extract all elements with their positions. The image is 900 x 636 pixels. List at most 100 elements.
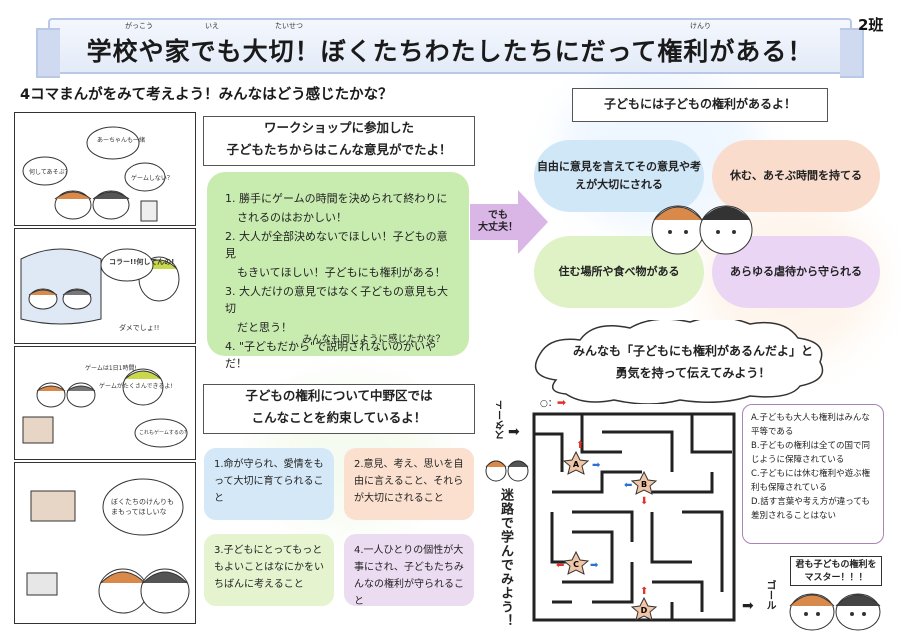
arrow-right-icon (470, 190, 548, 254)
right-pill-rest: 休む、あそぶ時間を持てる (712, 140, 880, 212)
maze-characters (485, 460, 529, 482)
manga-heading: 4コマまんがをみて考えよう！みんなはどう感じたかな？ (20, 87, 393, 103)
title-ruby: けんり (690, 22, 711, 30)
promise-number: 2. (354, 459, 364, 470)
quiz-item: A.子どもも大人も権利はみんな平等である (751, 413, 870, 437)
promise-text: 一人ひとりの個性が大事にされ、子どもたちみんなの権利が守られること (354, 545, 464, 607)
arrow-label-line-1: でも (488, 210, 508, 221)
promise-text: 意見、考え、思いを自由に言えること、それらが大切にされること (354, 459, 464, 504)
red-arrow-icon: ⬆ (576, 440, 584, 451)
nakano-line-1: 子どもの権利について中野区では (245, 388, 433, 403)
opinions-box: 1. 勝手にゲームの時間を決められて終わりに されるのはおかしい！ 2. 大人が… (207, 172, 469, 370)
promise-card-2: 2.意見、考え、思いを自由に言えること、それらが大切にされること (344, 448, 474, 520)
blue-arrow-icon: ➡ (590, 560, 599, 571)
marker-a-icon (562, 450, 590, 475)
red-arrow-icon: ⬆ (640, 586, 648, 597)
promise-card-3: 3.子どもにとってもっともよいことはなにかをいちばんに考えること (204, 534, 334, 606)
maze-markers: A B C D (562, 450, 658, 621)
blue-arrow-icon: ➡ (592, 460, 601, 471)
speech-text: ダメでしょ!! (119, 324, 160, 332)
opinion-line: だと思う！ (237, 321, 292, 334)
manga-illustration (26, 478, 190, 614)
opinion-line: 2. 大人が全部決めないでほしい！子どもの意見 (225, 230, 448, 260)
rights-header: 子どもには子どもの権利があるよ！ (572, 88, 828, 122)
speech-text: コラー!!何してんの! (109, 258, 175, 266)
marker-label: D (641, 606, 648, 615)
nakano-box: 子どもの権利について中野区では こんなことを約束しているよ！ (203, 384, 475, 434)
opinions-note: みんなも同じように感じたかな？ (302, 334, 445, 345)
marker-b-icon (630, 470, 658, 495)
manga-illustration (22, 126, 166, 222)
maze-start-label: スタート (496, 400, 507, 440)
maze: A B C D ⬆ ➡ ⬅ ⬇ ⬅ ➡ ⬆ (532, 412, 736, 622)
title-banner: がっこう いえ たいせつ けんり 学校や家でも大切！ぼくたちわたしたちにだって権… (36, 18, 864, 78)
master-banner: 君も子どもの権利を マスター！！！ (790, 556, 882, 586)
speech-text: あーちゃんも一緒 (97, 137, 146, 144)
speech-text: 何してあそぶ？ (29, 169, 71, 176)
arrow-label-line-2: 大丈夫！ (478, 222, 518, 233)
banner-fold-right (840, 28, 864, 78)
speech-cloud (534, 320, 824, 404)
red-arrow-icon: ⬅ (556, 560, 564, 571)
opinion-line: 3. 大人だけの意見ではなく子どもの意見も大切 (225, 285, 448, 315)
quiz-item: D.話す言葉や考え方が違っても差別されることはない (751, 497, 870, 521)
speech-text: ゲームは1日1時間! (85, 365, 137, 372)
character-duo (651, 205, 753, 255)
title-ruby: たいせつ (275, 22, 303, 30)
speech-text: ゲームしない？ (131, 175, 173, 182)
workshop-line-1: ワークショップに参加した (263, 120, 414, 135)
marker-label: C (573, 560, 579, 569)
right-pill-opinion: 自由に意見を言えてその意見や考えが大切にされる (534, 140, 704, 212)
manga-panel-1: あーちゃんも一緒 何してあそぶ？ ゲームしない？ (14, 112, 196, 226)
master-line-1: 君も子どもの権利を (795, 560, 877, 570)
speech-text: これもゲームするの？ (139, 430, 189, 436)
maze-goal-label: ゴール (764, 580, 775, 610)
promise-number: 4. (354, 545, 364, 556)
manga-panel-3: ゲームは1日1時間! ゲームがたくさんできるよ! これもゲームするの？ (14, 346, 196, 460)
goal-arrow-icon: ➡ (742, 598, 754, 614)
start-arrow-icon: ➡ (508, 424, 520, 440)
opinion-line: もきいてほしい！子どもにも権利がある！ (237, 266, 446, 279)
marker-d-icon (630, 596, 658, 621)
speech-text: ぼくたちのけんりもまもってほしいな (111, 498, 174, 516)
promise-text: 子どもにとってもっともよいことはなにかをいちばんに考えること (214, 545, 324, 590)
manga-panel-2: コラー!!何してんの! ダメでしょ!! (14, 228, 196, 344)
quiz-item: C.子どもには休む権利や遊ぶ権利も保障されている (751, 469, 871, 493)
group-label: 2班 (858, 16, 884, 34)
red-arrow-icon: ⬇ (640, 496, 648, 507)
promise-card-4: 4.一人ひとりの個性が大事にされ、子どもたちみんなの権利が守られること (344, 534, 474, 607)
title-ruby: がっこう (125, 22, 153, 30)
quiz-box: A.子どもも大人も権利はみんな平等である B.子どもの権利は全ての国で同じように… (742, 404, 884, 544)
cloud-line-1: みんなも「子どもにも権利があるんだよ」と (572, 344, 813, 358)
promise-number: 3. (214, 545, 224, 556)
title-ruby: いえ (205, 22, 219, 30)
promise-number: 1. (214, 459, 224, 470)
maze-vertical-label: 迷路で学んでみよう！ (498, 488, 513, 628)
master-line-2: マスター！！！ (804, 573, 868, 583)
red-arrow-icon: ➡ (556, 396, 567, 409)
marker-c-icon (562, 550, 590, 575)
speech-text: ゲームがたくさんできるよ! (99, 383, 173, 390)
workshop-line-2: 子どもたちからはこんな意見がでたよ！ (226, 142, 452, 157)
arrow-label: でも 大丈夫！ (470, 210, 526, 234)
banner-fold-left (36, 28, 60, 78)
master-characters (789, 593, 881, 631)
cloud-text: みんなも「子どもにも権利があるんだよ」と 勇気を持って伝えてみよう！ (538, 340, 848, 384)
nakano-line-2: こんなことを約束しているよ！ (251, 410, 427, 425)
marker-label: A (573, 460, 580, 469)
promise-text: 命が守られ、愛情をもって大切に育てられること (214, 459, 324, 504)
cloud-line-2: 勇気を持って伝えてみよう！ (615, 366, 771, 380)
opinion-line: 4. "子どもだから"で説明されないのがいやだ！ (225, 340, 437, 370)
manga-strip: あーちゃんも一緒 何してあそぶ？ ゲームしない？ コラー!!何してんの! ダメで… (14, 112, 196, 624)
promise-card-1: 1.命が守られ、愛情をもって大切に育てられること (204, 448, 334, 520)
manga-illustration (22, 368, 188, 448)
blue-arrow-icon: ⬅ (624, 480, 632, 491)
workshop-box: ワークショップに参加した 子どもたちからはこんな意見がでたよ！ (203, 116, 475, 166)
opinion-line: 1. 勝手にゲームの時間を決められて終わりに (225, 192, 448, 205)
manga-panel-4: ぼくたちのけんりもまもってほしいな (14, 462, 196, 624)
opinion-line: されるのはおかしい！ (237, 211, 347, 224)
legend-correct: ○： (540, 399, 557, 409)
manga-illustration (20, 248, 180, 325)
marker-label: B (641, 480, 647, 489)
quiz-item: B.子どもの権利は全ての国で同じように保障されている (751, 441, 871, 465)
